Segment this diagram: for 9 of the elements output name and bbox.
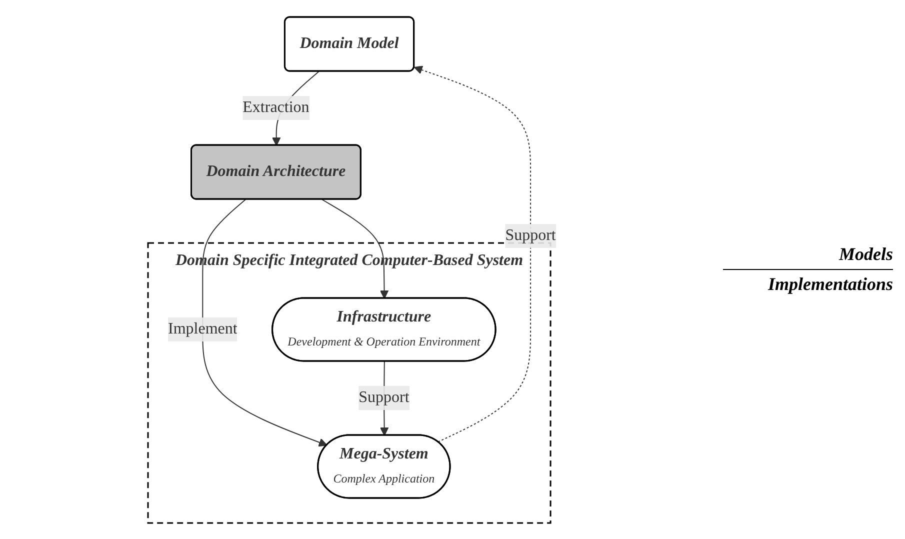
- edge-label: Extraction: [242, 98, 309, 116]
- arrow: [413, 65, 531, 442]
- edge-label: Support: [358, 388, 409, 406]
- region-label: Implementations: [768, 274, 893, 295]
- edge-label: Support: [504, 226, 556, 244]
- edge-label: Implement: [168, 320, 237, 337]
- arrow: [321, 198, 388, 298]
- arrow: [202, 198, 327, 446]
- region-label: Models: [839, 244, 893, 265]
